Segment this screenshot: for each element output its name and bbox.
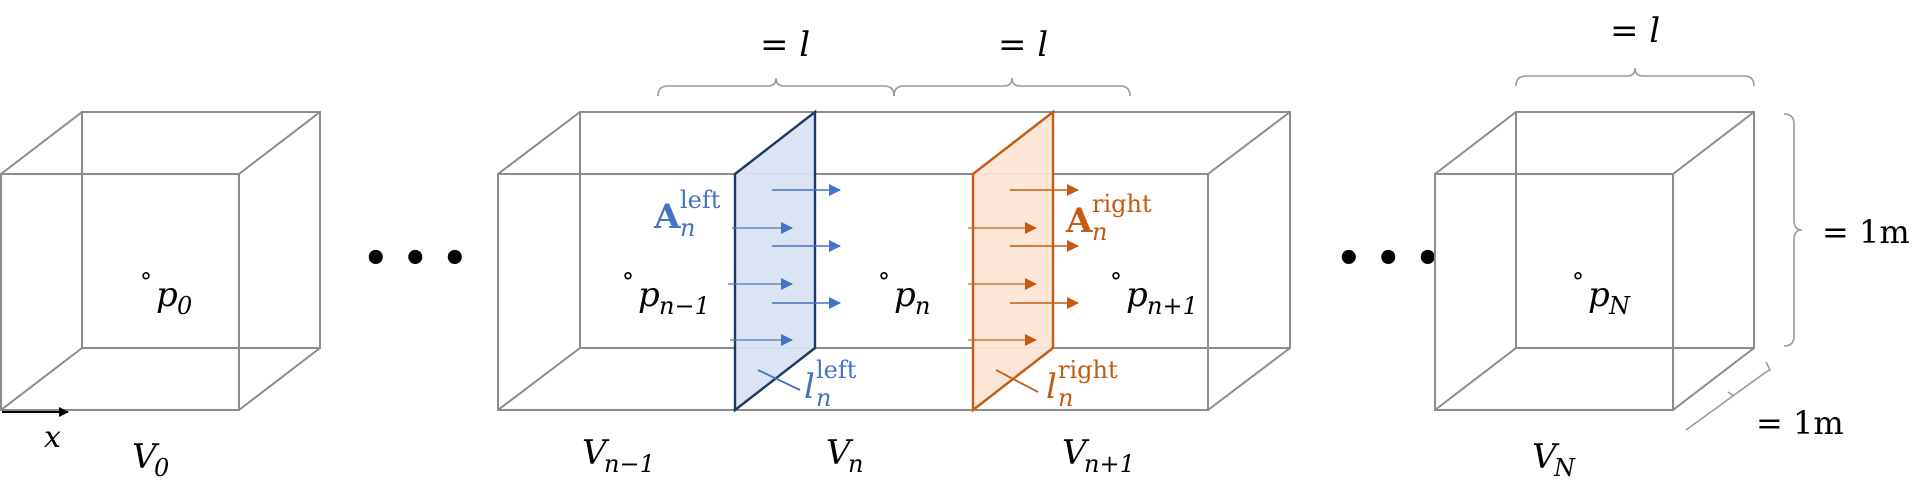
svg-text:0: 0 — [177, 292, 192, 320]
brace-top-right — [893, 77, 1131, 97]
flow-arrows-left — [728, 184, 841, 346]
volume-vn: V n — [826, 433, 863, 478]
svg-text:n: n — [1058, 384, 1073, 412]
svg-text:N: N — [1553, 454, 1576, 482]
svg-text:l: l — [804, 367, 815, 407]
svg-text:p: p — [1588, 275, 1610, 315]
svg-text:right: right — [1058, 356, 1118, 384]
pressure-pn: ° p n — [878, 268, 930, 320]
svg-text:n: n — [816, 384, 831, 412]
svg-text:n: n — [1092, 218, 1107, 246]
svg-text:p: p — [1126, 275, 1148, 315]
label-eq-l-vN: = l — [1610, 11, 1660, 51]
interface-right-panel — [968, 109, 1079, 413]
label-area-left: A n left — [653, 186, 721, 242]
svg-text:n−1: n−1 — [659, 292, 710, 320]
label-eq-1m-depth: = 1m — [1756, 404, 1844, 442]
svg-text:n: n — [915, 292, 930, 320]
svg-text:°: ° — [1110, 268, 1122, 296]
pressure-pN: ° p N — [1572, 268, 1631, 320]
svg-text:°: ° — [1572, 268, 1584, 296]
cube-v0 — [0, 111, 321, 411]
volume-vn-minus: V n−1 — [582, 433, 655, 478]
ellipsis-right: • • • — [1336, 235, 1441, 282]
svg-text:right: right — [1092, 190, 1152, 218]
svg-text:V: V — [582, 433, 610, 473]
cube-vN — [1434, 111, 1755, 411]
svg-text:0: 0 — [154, 454, 169, 482]
svg-text:V: V — [132, 437, 160, 477]
middle-box — [497, 111, 1291, 411]
svg-text:A: A — [653, 197, 681, 237]
label-eq-l-right: = l — [998, 25, 1048, 65]
brace-top-left — [657, 77, 895, 97]
pressure-pn-plus: ° p n+1 — [1110, 268, 1198, 320]
svg-text:p: p — [894, 275, 916, 315]
volume-v0: V 0 — [132, 437, 169, 482]
svg-text:V: V — [1532, 437, 1560, 477]
svg-text:V: V — [826, 433, 854, 473]
svg-text:°: ° — [622, 268, 634, 296]
label-eq-1m-height: = 1m — [1822, 213, 1910, 251]
ellipsis-left: • • • — [363, 235, 468, 282]
label-eq-l-left: = l — [760, 25, 810, 65]
svg-text:left: left — [816, 356, 857, 384]
svg-text:°: ° — [878, 268, 890, 296]
brace-right-height — [1783, 113, 1803, 347]
svg-text:n+1: n+1 — [1147, 292, 1198, 320]
svg-text:V: V — [1062, 433, 1090, 473]
svg-text:l: l — [1046, 367, 1057, 407]
brace-top-vN — [1515, 67, 1755, 87]
interface-left-panel — [728, 109, 841, 413]
svg-text:p: p — [638, 275, 660, 315]
pressure-p0: ° p 0 — [140, 268, 192, 320]
label-length-right: l n right — [995, 356, 1118, 412]
flow-arrows-right — [968, 184, 1079, 346]
svg-text:n: n — [848, 450, 863, 478]
x-axis-label: x — [44, 420, 61, 455]
label-area-right: A n right — [1065, 190, 1152, 246]
svg-text:n: n — [680, 214, 695, 242]
brace-depth — [1685, 361, 1772, 431]
svg-text:left: left — [680, 186, 721, 214]
volume-vN: V N — [1532, 437, 1576, 482]
pressure-pn-minus: ° p n−1 — [622, 268, 710, 320]
svg-text:n−1: n−1 — [604, 450, 655, 478]
label-length-left: l n left — [757, 356, 857, 412]
volume-vn-plus: V n+1 — [1062, 433, 1135, 478]
svg-text:A: A — [1065, 201, 1093, 241]
svg-text:N: N — [1608, 292, 1631, 320]
svg-text:p: p — [156, 275, 178, 315]
svg-text:°: ° — [140, 268, 152, 296]
svg-text:n+1: n+1 — [1084, 450, 1135, 478]
